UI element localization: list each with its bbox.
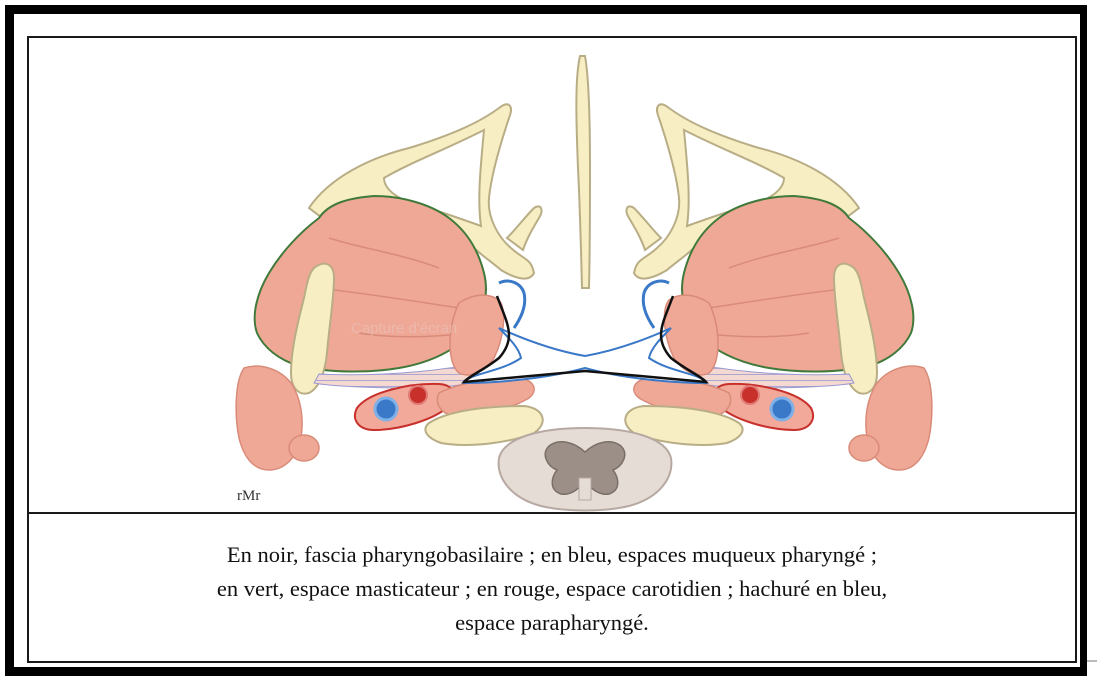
figure-box: Capture d'écran rMr En noir, fascia phar… [27, 36, 1077, 663]
caption-line-1: En noir, fascia pharyngobasilaire ; en b… [227, 538, 877, 572]
left-carotid-artery [409, 386, 427, 404]
right-medial-pterygoid [664, 295, 718, 375]
left-bone-process [507, 206, 541, 250]
nasal-septum [576, 56, 590, 288]
caption-line-2: en vert, espace masticateur ; en rouge, … [217, 572, 887, 606]
watermark-text: Capture d'écran [351, 320, 457, 337]
anatomy-illustration: Capture d'écran rMr [29, 38, 1075, 512]
right-bone-process [627, 206, 661, 250]
edge-line [1087, 660, 1097, 662]
figure-caption: En noir, fascia pharyngobasilaire ; en b… [29, 516, 1075, 661]
artist-signature: rMr [237, 488, 260, 504]
left-jugular-vein [375, 398, 397, 420]
right-parotid-lobe [849, 435, 879, 461]
right-jugular-vein [771, 398, 793, 420]
right-carotid-artery [741, 386, 759, 404]
left-medial-pterygoid [450, 295, 504, 375]
caption-line-3: espace parapharyngé. [455, 606, 649, 640]
spinal-canal [579, 478, 591, 500]
left-parotid-lobe [289, 435, 319, 461]
caption-divider [29, 512, 1075, 514]
